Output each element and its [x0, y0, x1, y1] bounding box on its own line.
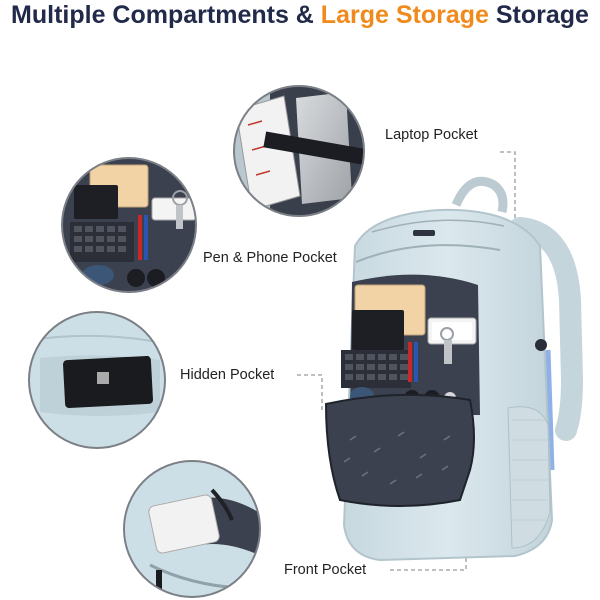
leader-laptop — [500, 151, 516, 243]
callout-pen-phone-pocket: Pen & Phone Pocket — [203, 250, 337, 266]
headline-accent: Large Storage — [320, 1, 489, 29]
callout-front-pocket: Front Pocket — [284, 562, 367, 578]
pen-phone-pocket-circle — [61, 157, 197, 293]
callout-hidden-pocket: Hidden Pocket — [180, 367, 275, 383]
front-pocket-circle — [123, 460, 261, 598]
hidden-pocket-circle — [28, 311, 166, 449]
leader-hidden — [297, 374, 323, 410]
backpack — [324, 176, 584, 562]
laptop-pocket-circle — [233, 85, 365, 217]
headline: Multiple Compartments & Large Storage St… — [0, 0, 600, 32]
callout-laptop-pocket: Laptop Pocket — [385, 127, 478, 143]
headline-tail: Storage — [488, 1, 589, 29]
headline-text: Multiple Compartments & — [11, 1, 321, 29]
